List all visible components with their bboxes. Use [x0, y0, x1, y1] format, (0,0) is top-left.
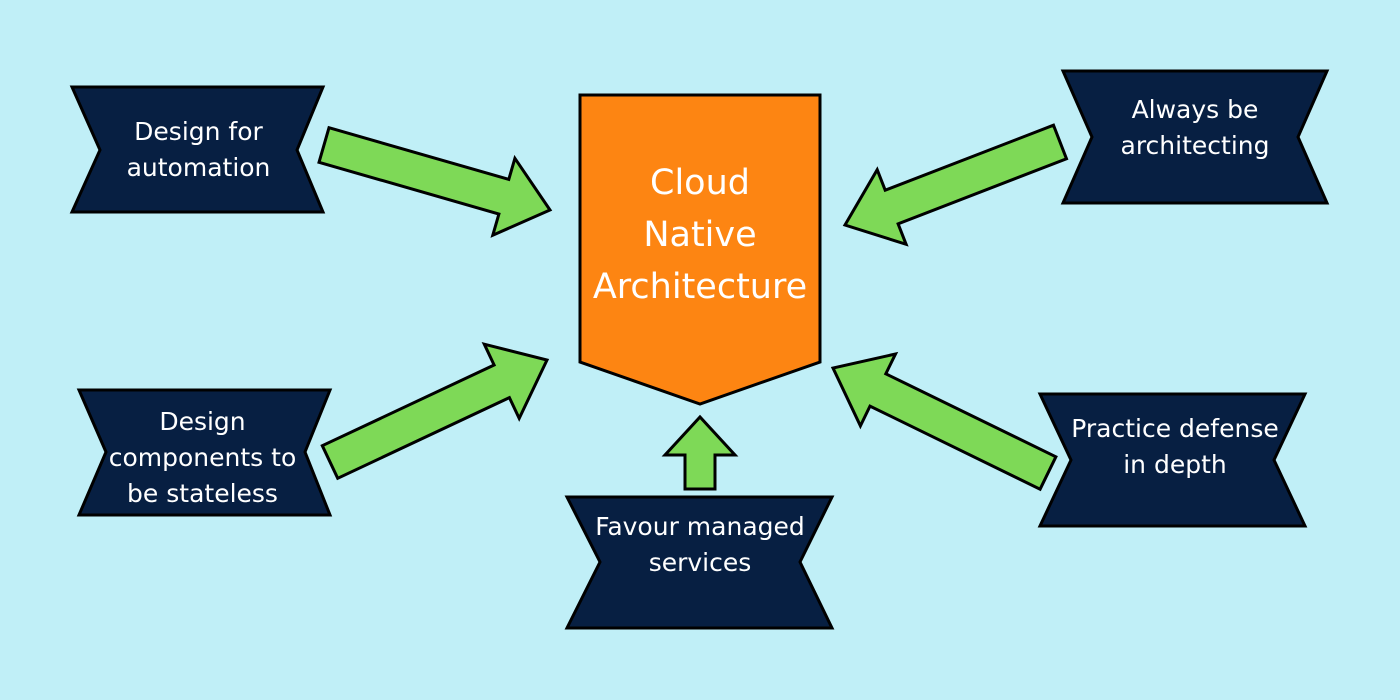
label-design-for-automation: Design for automation — [126, 116, 271, 182]
arrow-right-down-icon — [317, 125, 553, 238]
center-shape — [578, 93, 822, 406]
label-always-architecting: Always be architecting — [1120, 95, 1270, 160]
box-design-for-automation — [69, 85, 326, 214]
box-defense-in-depth — [1037, 392, 1308, 528]
arrow-left-down-icon — [842, 123, 1069, 247]
label-defense-in-depth: Practice defense in depth — [1071, 414, 1279, 479]
box-design-stateless — [76, 388, 333, 517]
arrow-right-up-icon — [320, 341, 550, 481]
arrow-left-up-icon — [830, 351, 1058, 492]
box-favour-managed — [564, 495, 835, 630]
label-favour-managed: Favour managed services — [595, 512, 805, 577]
center-title: Cloud Native Architecture — [592, 163, 808, 307]
box-always-architecting — [1060, 69, 1330, 205]
arrow-up-icon — [661, 414, 739, 491]
label-design-stateless: Design components to be stateless — [108, 406, 297, 508]
